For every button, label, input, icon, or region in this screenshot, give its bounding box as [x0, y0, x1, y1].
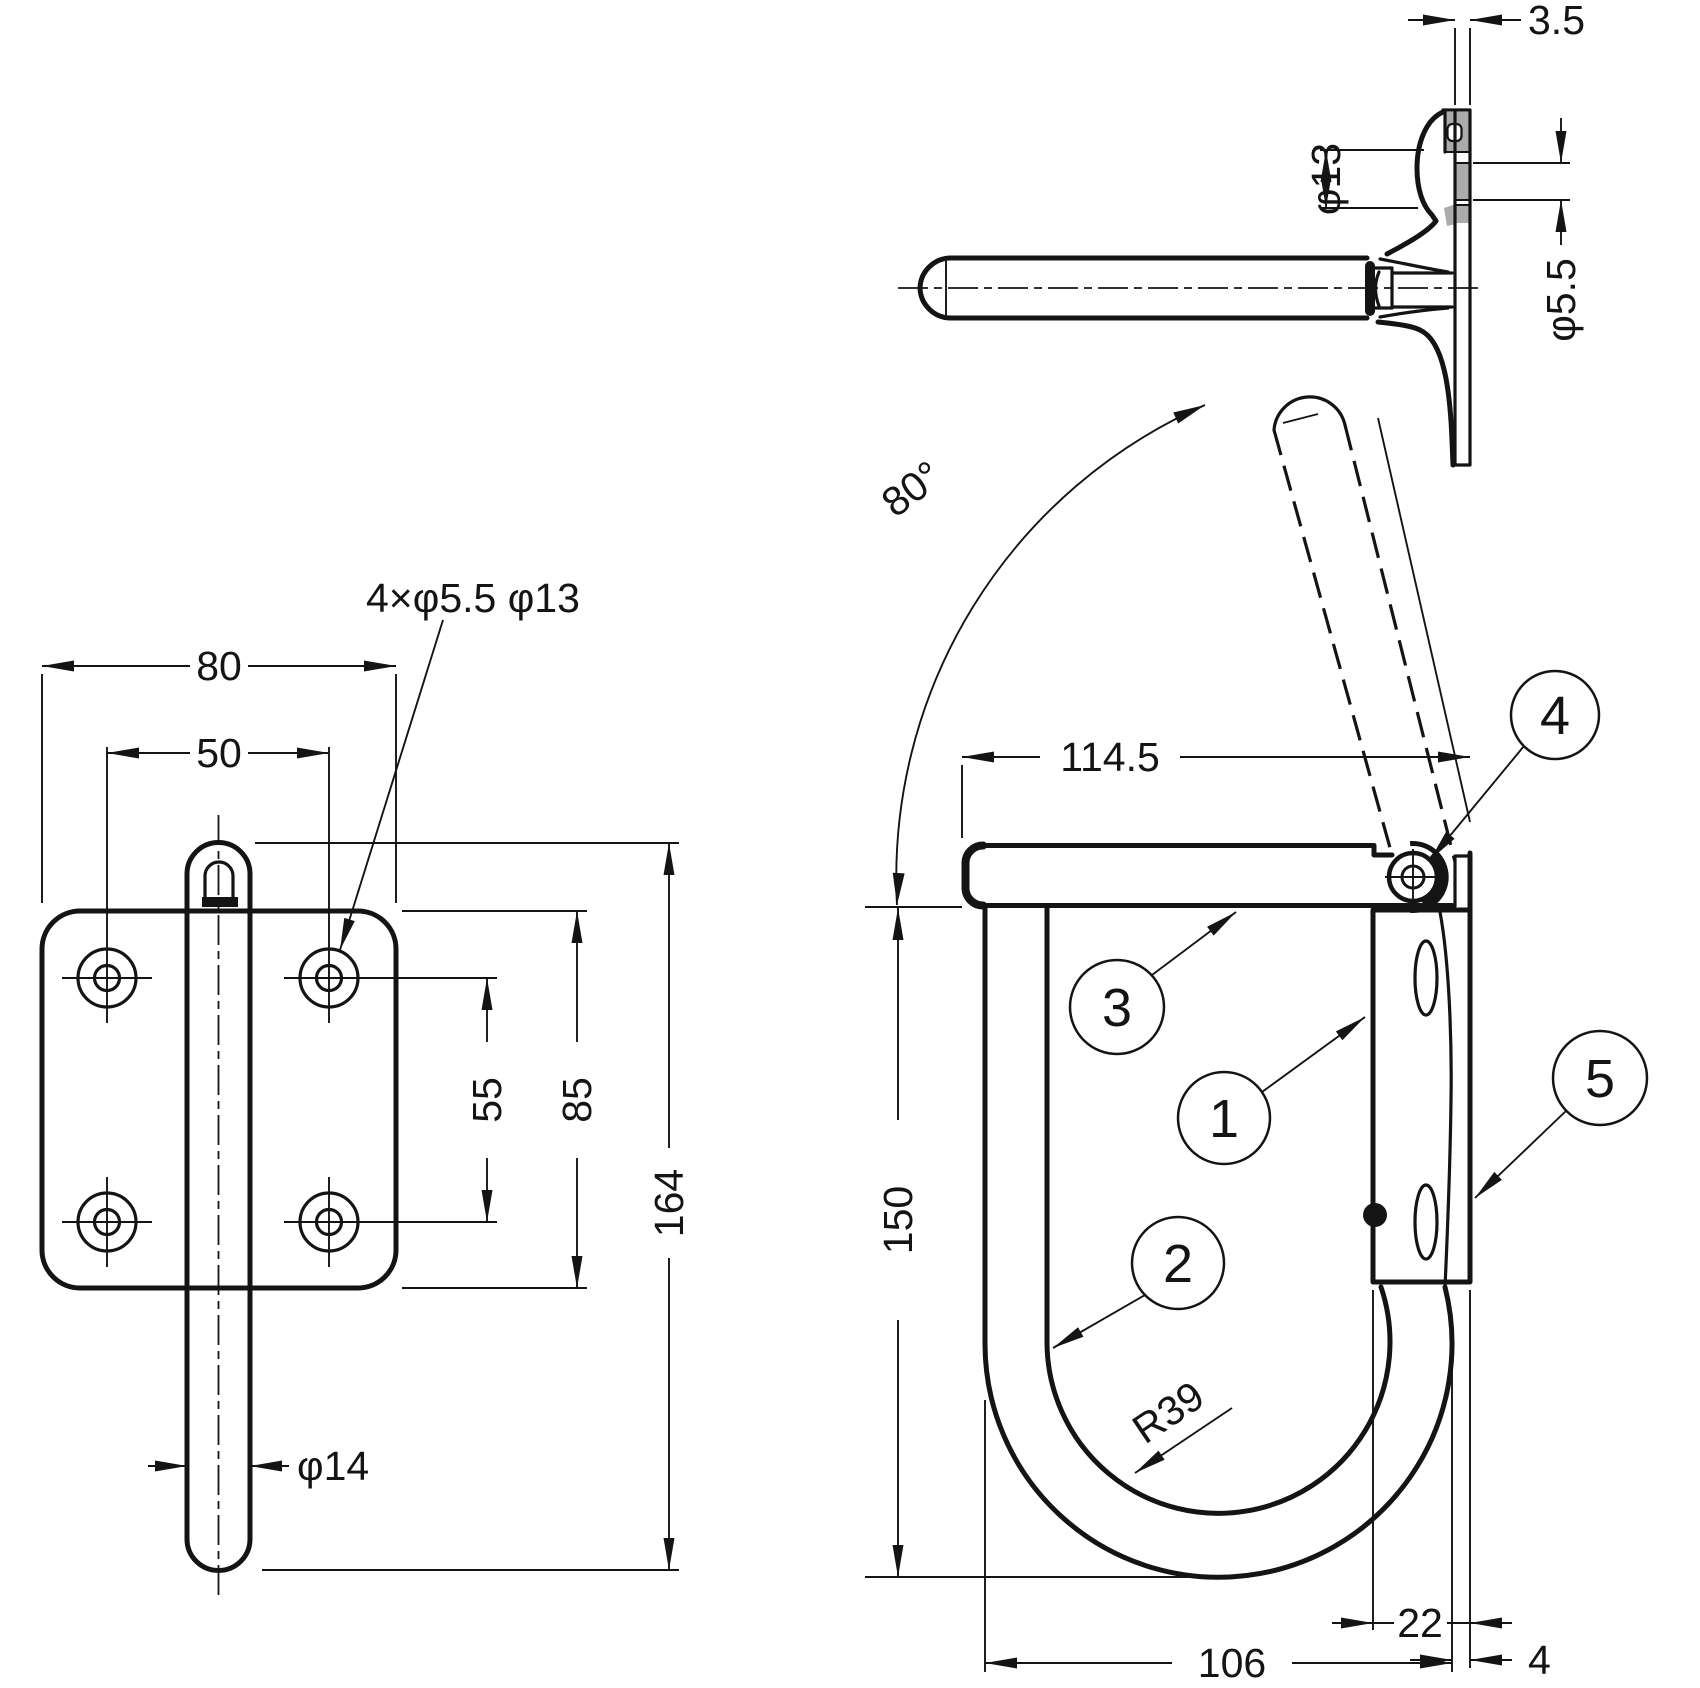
dim-plate-width: 80 — [41, 643, 397, 903]
pin-shaft — [1390, 271, 1454, 309]
section-fill-3 — [1455, 205, 1470, 223]
svg-text:150: 150 — [875, 1186, 921, 1254]
dim-protrusion: 114.5 — [961, 734, 1470, 838]
rod-cap — [917, 255, 954, 321]
callout-2: 2 — [1052, 1215, 1226, 1349]
svg-text:4×φ5.5 φ13: 4×φ5.5 φ13 — [366, 575, 580, 621]
rod-edges — [184, 871, 253, 1542]
svg-text:80: 80 — [196, 643, 242, 689]
dim-hook-width: 106 — [984, 1360, 1453, 1686]
dim-hook-depth: 150 — [865, 906, 1222, 1578]
hook-outer — [982, 903, 1455, 1580]
bracket-pin-dot — [1363, 1203, 1387, 1227]
callout-5: 5 — [1474, 1029, 1649, 1199]
svg-text:2: 2 — [1163, 1234, 1193, 1294]
dim-plate-thickness: 3.5 — [1408, 0, 1585, 105]
dim-total-height: 164 — [255, 842, 692, 1571]
callout-3: 3 — [1068, 911, 1237, 1056]
swing-arc: 80° — [873, 404, 1206, 906]
view-side-folded: 3.5 φ13 φ5.5 — [898, 0, 1585, 468]
plate — [39, 908, 399, 1291]
tab-slot-bottom — [202, 897, 238, 907]
rod-bottom-cap — [184, 1536, 253, 1573]
svg-text:3: 3 — [1102, 978, 1132, 1038]
svg-text:22: 22 — [1397, 1600, 1443, 1646]
rotated-arm — [1272, 395, 1471, 863]
svg-text:50: 50 — [196, 730, 242, 776]
svg-text:80°: 80° — [873, 452, 950, 526]
knuckle-profile — [1384, 109, 1446, 257]
tab-slot — [203, 860, 235, 907]
dim-bend-radius: R39 — [1124, 1372, 1233, 1474]
pivot — [1385, 841, 1449, 913]
svg-text:R39: R39 — [1124, 1372, 1212, 1452]
svg-text:φ5.5: φ5.5 — [1538, 258, 1584, 342]
bracket-leaf — [1453, 854, 1472, 908]
rod-tab-cap — [184, 840, 253, 877]
svg-text:1: 1 — [1209, 1089, 1239, 1149]
view-front: 80 50 4×φ5.5 φ13 55 85 164 φ14 — [39, 575, 692, 1600]
dim-wall-gap: 4 — [1410, 1605, 1551, 1683]
view-side-open: 80° 114.5 150 106 22 4 R39 — [865, 395, 1649, 1686]
bracket — [1370, 907, 1473, 1285]
yoke — [1372, 266, 1394, 310]
svg-text:5: 5 — [1585, 1049, 1615, 1109]
svg-text:4: 4 — [1540, 686, 1570, 746]
arm — [963, 843, 1455, 908]
section-fill-2 — [1455, 163, 1470, 200]
rod-end — [1365, 261, 1375, 316]
dim-pin-dia: φ5.5 — [1473, 118, 1584, 342]
svg-text:55: 55 — [464, 1077, 510, 1123]
svg-text:4: 4 — [1528, 1637, 1551, 1683]
mounting-holes — [62, 933, 497, 1267]
rod-edges — [948, 255, 1370, 321]
svg-text:85: 85 — [554, 1077, 600, 1123]
dim-hole-spacing-h: 50 — [106, 730, 330, 933]
svg-text:164: 164 — [646, 1169, 692, 1237]
holes-note: 4×φ5.5 φ13 — [339, 575, 580, 951]
dim-rod-dia: φ14 — [148, 1443, 369, 1489]
pin-head — [1373, 268, 1394, 310]
section-wedge — [1444, 204, 1456, 226]
hook-behind-bracket — [1438, 910, 1453, 1290]
bracket-slot-bottom — [1413, 1183, 1439, 1261]
svg-text:φ14: φ14 — [297, 1443, 369, 1489]
dim-hole-spacing-v: 55 — [464, 978, 510, 1222]
plate-hole-lines — [1445, 151, 1470, 206]
bracket-slot-top — [1413, 939, 1439, 1017]
callout-1: 1 — [1176, 1016, 1366, 1166]
knuckle-neck — [1378, 257, 1450, 319]
hook-inner — [1044, 903, 1393, 1516]
dim-bracket-depth: 22 — [1332, 1290, 1512, 1646]
gusset-profile — [1375, 319, 1456, 468]
svg-text:114.5: 114.5 — [1060, 734, 1160, 780]
svg-text:3.5: 3.5 — [1528, 0, 1585, 43]
svg-text:106: 106 — [1198, 1640, 1266, 1686]
dim-plate-height: 85 — [402, 910, 600, 1289]
svg-text:φ13: φ13 — [1303, 143, 1349, 215]
dim-knuckle-dia: φ13 — [1303, 143, 1424, 215]
arm-end-cap — [961, 841, 987, 910]
wall-plate — [1441, 108, 1472, 467]
callout-4: 4 — [1429, 669, 1601, 861]
